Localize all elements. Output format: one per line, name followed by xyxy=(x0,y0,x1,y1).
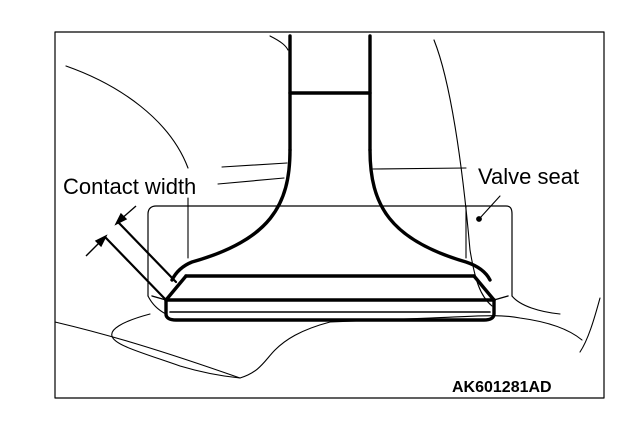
seat-lower-right xyxy=(511,295,561,315)
seat-lower-left xyxy=(147,295,167,315)
figure-code-label: AK601281AD xyxy=(452,379,552,396)
valve-seat-label: Valve seat xyxy=(478,164,579,189)
contact-width-extension-2 xyxy=(104,236,168,302)
valve-seat-leader-dot xyxy=(476,216,482,222)
valve-neck-left xyxy=(170,148,292,282)
arrowhead-down-icon xyxy=(114,212,128,226)
seat-face-right xyxy=(493,295,509,301)
contact-width-extension-1 xyxy=(116,220,178,284)
valve-head-margin xyxy=(164,298,496,322)
guide-line-right xyxy=(372,167,467,170)
contact-width-label: Contact width xyxy=(63,174,196,199)
contact-width-leader xyxy=(217,177,285,185)
valve-face-right-bevel xyxy=(472,274,496,302)
seat-face-left xyxy=(151,295,167,301)
right-edge-curve xyxy=(579,297,601,353)
valve-neck-right xyxy=(368,148,492,282)
figure-frame xyxy=(54,31,605,399)
combustion-chamber-curve xyxy=(54,321,241,379)
combustion-chamber-curve-2 xyxy=(111,313,583,379)
valve-seat-insert xyxy=(147,205,513,297)
port-line-top xyxy=(269,35,289,51)
guide-line-left xyxy=(221,162,288,168)
arrowhead-up-icon xyxy=(94,234,108,248)
valve-seat-leader xyxy=(479,195,501,219)
valve-face-left-bevel xyxy=(164,274,188,302)
cylinder-head-outline-left xyxy=(65,65,189,169)
